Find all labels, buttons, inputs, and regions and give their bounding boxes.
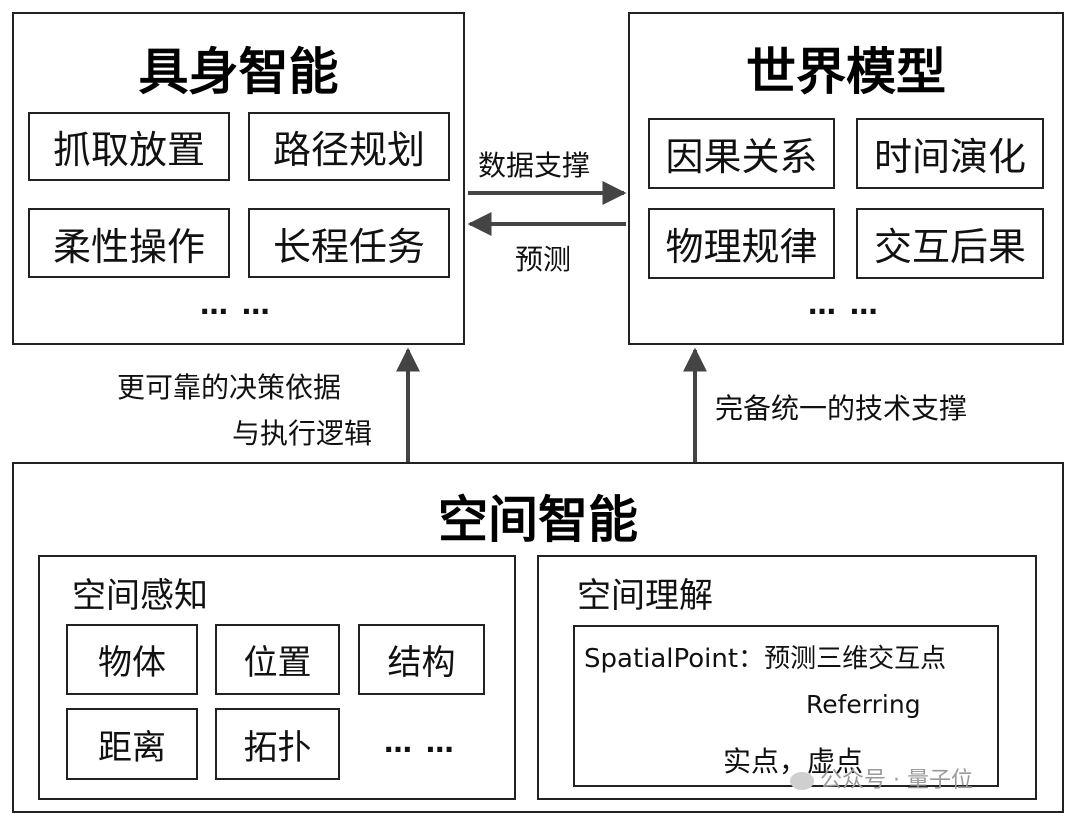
- spatialpoint-box: [573, 625, 999, 787]
- perception-cell-object: 物体: [66, 624, 198, 695]
- perception-cell-distance: 距离: [66, 708, 198, 780]
- spatial-title: 空间智能: [438, 491, 638, 549]
- referring-label: Referring: [806, 690, 921, 719]
- embodied-cell-path: 路径规划: [248, 112, 450, 181]
- embodied-ellipsis: … …: [200, 288, 272, 321]
- world-model-title: 世界模型: [746, 43, 946, 101]
- world-cell-interaction: 交互后果: [856, 208, 1044, 279]
- perception-cell-structure: 结构: [358, 624, 485, 695]
- perception-cell-position: 位置: [215, 624, 340, 695]
- left-up-label-line1: 更可靠的决策依据: [117, 371, 342, 404]
- embodied-cell-flexible: 柔性操作: [28, 208, 230, 278]
- data-support-label: 数据支撑: [478, 149, 591, 182]
- world-ellipsis: … …: [808, 288, 880, 321]
- spatialpoint-text: SpatialPoint：预测三维交互点: [584, 644, 947, 674]
- perception-ellipsis: … …: [384, 726, 456, 759]
- embodied-cell-grasp: 抓取放置: [28, 112, 230, 181]
- world-cell-causal: 因果关系: [648, 118, 835, 189]
- wechat-icon: [790, 772, 814, 790]
- world-cell-physics: 物理规律: [648, 208, 835, 279]
- embodied-cell-longterm: 长程任务: [248, 208, 450, 278]
- understanding-title: 空间理解: [577, 576, 713, 616]
- world-cell-time: 时间演化: [856, 118, 1044, 189]
- watermark: 公众号 · 量子位: [790, 762, 973, 794]
- perception-cell-topology: 拓扑: [215, 708, 340, 780]
- right-up-label: 完备统一的技术支撑: [715, 392, 968, 425]
- perception-title: 空间感知: [72, 576, 208, 616]
- result-text: 实点，虚点: [723, 745, 864, 778]
- left-up-label-line2: 与执行逻辑: [232, 417, 373, 450]
- predict-label: 预测: [515, 243, 572, 276]
- embodied-title: 具身智能: [138, 43, 339, 101]
